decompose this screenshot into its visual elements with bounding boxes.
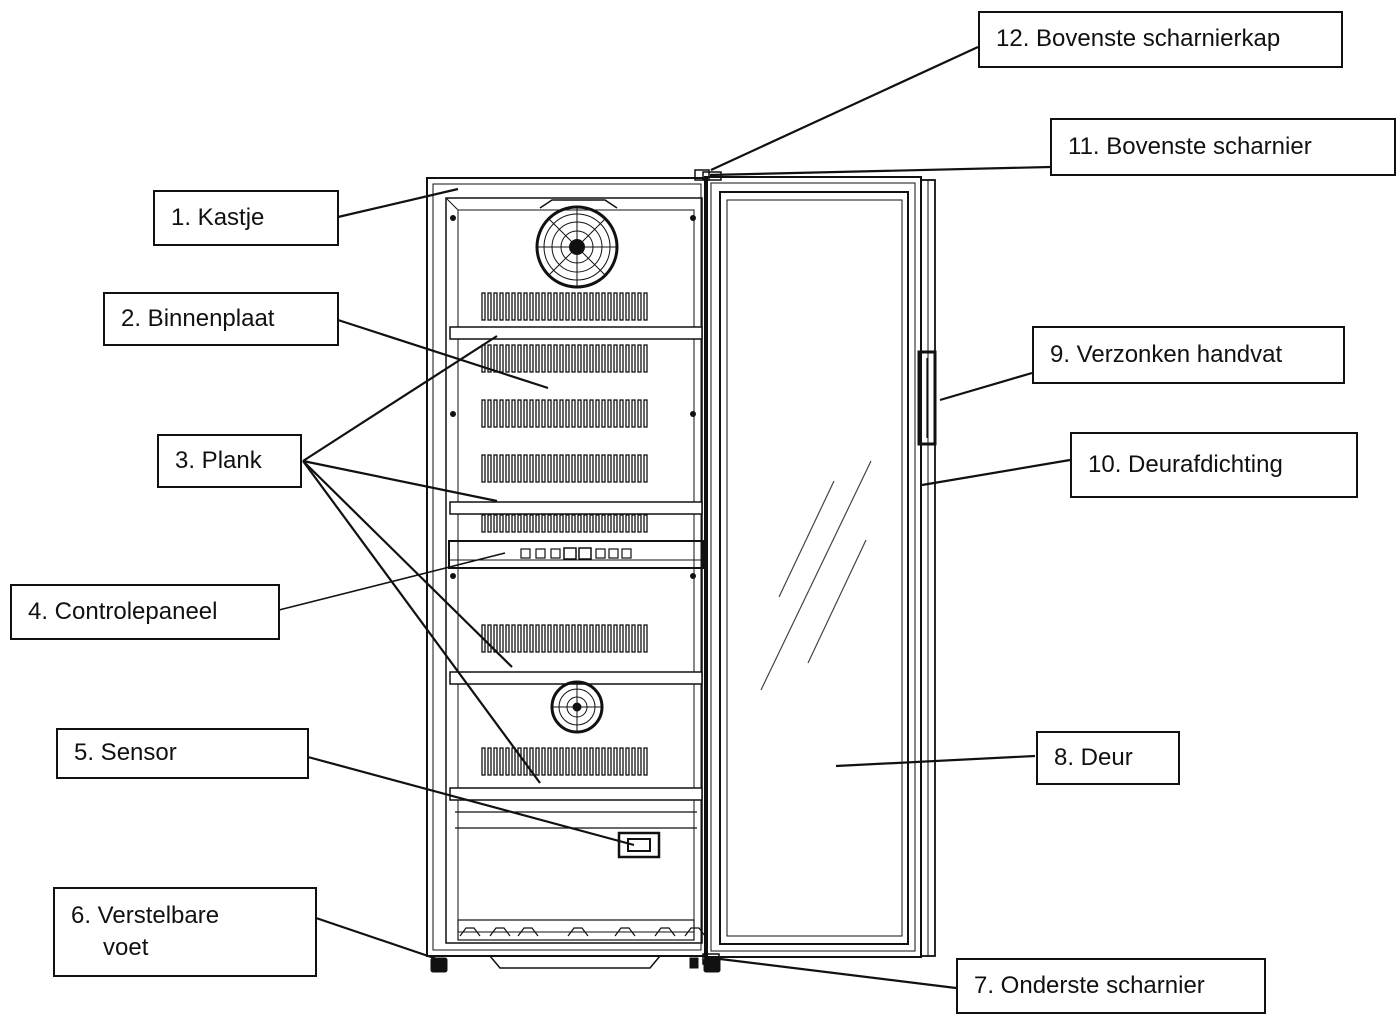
shelf-2	[449, 501, 703, 515]
shelves	[449, 326, 703, 801]
leader-sensor	[307, 755, 635, 847]
label-bovenste-scharnierkap: 12. Bovenste scharnierkap	[978, 11, 1343, 68]
leader-bovenste-scharnier	[709, 165, 1051, 177]
glass-door	[702, 171, 937, 965]
leader-kastje	[337, 187, 459, 219]
shelf-4	[449, 787, 703, 801]
label-deur: 8. Deur	[1036, 731, 1180, 785]
shelf-1	[449, 326, 703, 340]
leader-voet	[315, 916, 438, 961]
label-verstelbare-voet: 6. Verstelbare voet	[53, 887, 317, 977]
cabinet-feet	[430, 955, 721, 973]
panel-display-1	[563, 547, 577, 560]
label-verzonken-handvat: 9. Verzonken handvat	[1032, 326, 1345, 384]
leader-controlepaneel	[278, 552, 506, 611]
bottom-fan-icon	[550, 680, 604, 734]
leader-scharnierkap	[710, 46, 979, 171]
leader-plank-2	[302, 459, 498, 503]
panel-button-3	[550, 548, 561, 559]
label-plank: 3. Plank	[157, 434, 302, 488]
foot-right	[703, 957, 721, 973]
label-deurafdichting: 10. Deurafdichting	[1070, 432, 1358, 498]
panel-button-6	[621, 548, 632, 559]
label-onderste-scharnier: 7. Onderste scharnier	[956, 958, 1266, 1014]
recessed-handle-icon	[917, 350, 937, 446]
leader-lines	[278, 46, 1071, 990]
leader-plank-1	[302, 335, 498, 462]
panel-display-2	[578, 547, 592, 560]
shelf-3	[449, 671, 703, 685]
control-panel	[448, 540, 704, 569]
leader-deurafdichting	[921, 458, 1071, 487]
leader-onderste-scharnier	[711, 956, 957, 990]
label-voet-line1: 6. Verstelbare	[71, 901, 220, 929]
panel-button-2	[535, 548, 546, 559]
leader-plank-4	[302, 460, 541, 784]
vent-slots	[481, 292, 648, 776]
fridge-cabinet	[426, 169, 710, 957]
top-fan-icon	[535, 199, 619, 289]
label-binnenplaat: 2. Binnenplaat	[103, 292, 339, 346]
lower-compartment	[455, 811, 706, 941]
label-controlepaneel: 4. Controlepaneel	[10, 584, 280, 640]
sensor-icon	[617, 831, 661, 859]
label-bovenste-scharnier: 11. Bovenste scharnier	[1050, 118, 1396, 176]
panel-button-4	[595, 548, 606, 559]
leader-handvat	[939, 371, 1033, 402]
foot-left	[430, 957, 448, 973]
leader-plank-3	[302, 460, 513, 668]
panel-button-5	[608, 548, 619, 559]
label-sensor: 5. Sensor	[56, 728, 309, 779]
leader-deur	[835, 754, 1036, 768]
top-hinge-icon	[702, 171, 722, 181]
panel-button-1	[520, 548, 531, 559]
label-kastje: 1. Kastje	[153, 190, 339, 246]
label-voet-line2: voet	[103, 934, 149, 961]
leader-binnenplaat	[337, 318, 549, 390]
